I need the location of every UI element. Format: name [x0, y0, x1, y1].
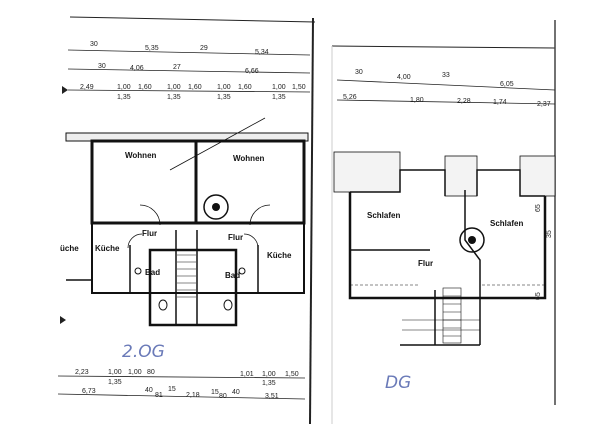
right-plan-walls	[333, 151, 556, 346]
right-top-dimensions	[336, 79, 556, 105]
page-edge	[309, 17, 314, 424]
dim: 15	[211, 389, 219, 396]
dim: 1,60	[188, 84, 202, 91]
dim: 6,05	[500, 81, 514, 88]
dim: 4,06	[130, 65, 144, 72]
room-label: Flur	[142, 229, 157, 238]
dim: 2,18	[186, 392, 200, 399]
left-plan-walls	[65, 117, 309, 327]
left-bottom-dimensions	[57, 375, 306, 400]
left-top-row3: 2,49 1,00 1,60 1,00 1,60 1,00 1,60 1,00 …	[80, 84, 306, 101]
right-stairs	[442, 287, 462, 344]
dim: 1,00	[262, 371, 276, 378]
room-label: Schlafen	[367, 211, 400, 220]
room-label: Bad	[225, 271, 240, 280]
room-label: Küche	[95, 244, 120, 253]
dim: 2,49	[80, 84, 94, 91]
dim: 1,35	[272, 94, 286, 101]
arrow-marker	[60, 316, 66, 324]
spiral-stair	[459, 227, 485, 253]
dim: 80	[219, 393, 227, 400]
dim: 1,74	[493, 99, 507, 106]
dim: 1,80	[410, 97, 424, 104]
left-top-dimensions	[67, 49, 311, 93]
arrow-marker	[62, 86, 68, 94]
room-label: Wohnen	[125, 151, 157, 160]
dim: 1,35	[217, 94, 231, 101]
page-edge	[331, 45, 556, 49]
dim: 1,35	[262, 380, 276, 387]
washbasin-icon	[238, 267, 246, 275]
dim: 27	[173, 64, 181, 71]
dim: 1,00	[128, 369, 142, 376]
dim: 1,60	[238, 84, 252, 91]
dim: 1,01	[240, 371, 254, 378]
spiral-stair	[203, 194, 229, 220]
dim: 5,35	[145, 45, 159, 52]
floor-label-handwritten: DG	[385, 373, 411, 393]
dim: 30	[98, 63, 106, 70]
dim: 1,35	[117, 94, 131, 101]
dim: 4,00	[397, 74, 411, 81]
dim: 81	[155, 392, 163, 399]
dim: 5,34	[255, 49, 269, 56]
dim: 1,50	[285, 371, 299, 378]
dim: 1,35	[167, 94, 181, 101]
spiral-stair-core	[212, 203, 220, 211]
door-swings	[127, 204, 271, 249]
toilet-icon	[158, 299, 168, 311]
floor-label-handwritten: 2.OG	[122, 342, 165, 362]
dim: 1,00	[272, 84, 286, 91]
dim: 33	[442, 72, 450, 79]
dim: 40	[232, 389, 240, 396]
dim: 3,51	[265, 393, 279, 400]
dim: 1,00	[117, 84, 131, 91]
dim: 65	[535, 204, 542, 212]
dim: 80	[147, 369, 155, 376]
dim: 1,00	[217, 84, 231, 91]
page-edge	[69, 16, 316, 23]
dim: 2,23	[75, 369, 89, 376]
dim: 5,26	[343, 94, 357, 101]
room-label: Flur	[228, 233, 243, 242]
dim: 30	[355, 69, 363, 76]
washbasin-icon	[134, 267, 142, 275]
dim: 35	[546, 230, 553, 238]
dim: 2,37	[537, 101, 551, 108]
dim: 30	[90, 41, 98, 48]
left-stairs	[177, 254, 196, 298]
dim: 2,28	[457, 98, 471, 105]
spiral-stair-core	[468, 236, 476, 244]
room-label: Schlafen	[490, 219, 523, 228]
dim: 1,50	[292, 84, 306, 91]
dim: 29	[200, 45, 208, 52]
room-label: Wohnen	[233, 154, 265, 163]
room-label: Flur	[418, 259, 433, 268]
dim: 1,00	[167, 84, 181, 91]
dim: 6,66	[245, 68, 259, 75]
room-label: Küche	[267, 251, 292, 260]
dim: 6,73	[82, 388, 96, 395]
dim: 65	[535, 292, 542, 300]
dim: 1,35	[108, 379, 122, 386]
dim: 1,60	[138, 84, 152, 91]
room-label: üche	[60, 244, 79, 253]
room-label: Bad	[145, 268, 160, 277]
toilet-icon	[223, 299, 233, 311]
dim: 1,00	[108, 369, 122, 376]
dim: 15	[168, 386, 176, 393]
dim: 40	[145, 387, 153, 394]
